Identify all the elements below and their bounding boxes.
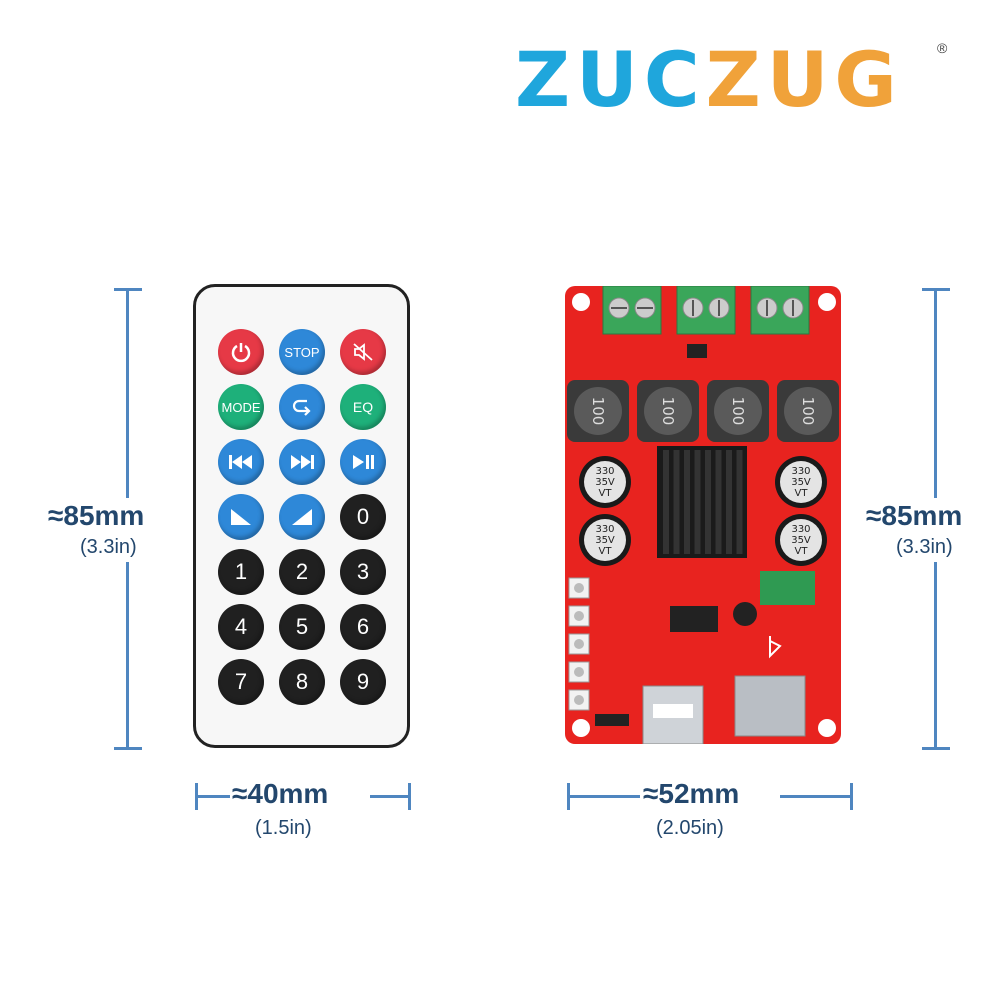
left-height-cap-bottom [114, 747, 142, 750]
svg-text:100: 100 [729, 397, 747, 426]
next-button[interactable] [279, 439, 325, 485]
button-label: 1 [234, 559, 248, 584]
svg-text:35V: 35V [595, 535, 615, 546]
right-height-label: ≈85mm [866, 500, 963, 531]
button-label: STOP [284, 344, 320, 360]
registered-mark: ® [937, 40, 948, 56]
terminal-block-right [750, 285, 810, 335]
eq-button[interactable]: EQ [340, 384, 386, 430]
terminal-block-left [602, 285, 662, 335]
remote-width-sublabel: (1.5in) [255, 817, 312, 839]
stop-button[interactable]: STOP [279, 329, 325, 375]
board-width-cap-right [850, 783, 853, 810]
board-width-sublabel: (2.05in) [656, 817, 724, 839]
digit-2-button[interactable]: 2 [279, 549, 325, 595]
left-height-label: ≈85mm [48, 500, 145, 531]
inductor: 100 [777, 380, 839, 442]
left-height-label-bg [44, 498, 184, 562]
inductor: 100 [567, 380, 629, 442]
digit-4-button[interactable]: 4 [218, 604, 264, 650]
svg-text:100: 100 [659, 397, 677, 426]
digit-7-button[interactable]: 7 [218, 659, 264, 705]
return-button[interactable] [279, 384, 325, 430]
button-label: 8 [295, 669, 309, 694]
svg-text:VT: VT [599, 488, 613, 499]
right-height-sublabel: (3.3in) [896, 536, 953, 558]
button-label: 6 [356, 614, 370, 639]
play-pause-icon [351, 454, 375, 470]
svg-text:VT: VT [795, 488, 809, 499]
button-label: 7 [234, 669, 248, 694]
button-label: 0 [356, 504, 370, 529]
left-height-sublabel: (3.3in) [80, 536, 137, 558]
digit-6-button[interactable]: 6 [340, 604, 386, 650]
previous-icon [228, 454, 254, 470]
terminal-block-middle [676, 285, 736, 335]
volume-down-icon [229, 507, 253, 527]
logo-part1: ZUC [515, 35, 706, 124]
digit-1-button[interactable]: 1 [218, 549, 264, 595]
volume-up-button[interactable] [279, 494, 325, 540]
power-button[interactable] [218, 329, 264, 375]
remote-width-label: ≈40mm [232, 778, 329, 809]
mute-button[interactable] [340, 329, 386, 375]
svg-text:330: 330 [595, 524, 614, 535]
svg-text:35V: 35V [791, 477, 811, 488]
svg-text:35V: 35V [595, 477, 615, 488]
volume-down-button[interactable] [218, 494, 264, 540]
button-label: 4 [234, 614, 248, 639]
right-height-cap-top [922, 288, 950, 291]
svg-text:VT: VT [795, 546, 809, 557]
logo-part2: ZUG [705, 35, 903, 124]
button-label: MODE [221, 399, 261, 415]
next-icon [289, 454, 315, 470]
remote-width-cap-left [195, 783, 198, 810]
svg-text:330: 330 [791, 466, 810, 477]
board-width-cap-left [567, 783, 570, 810]
right-height-label-bg [862, 498, 998, 562]
digit-3-button[interactable]: 3 [340, 549, 386, 595]
return-icon [291, 396, 313, 418]
button-label: EQ [352, 399, 374, 415]
button-label: 2 [295, 559, 309, 584]
play-pause-button[interactable] [340, 439, 386, 485]
mute-icon [352, 341, 374, 363]
remote-width-label-bg [230, 775, 370, 815]
svg-text:330: 330 [595, 466, 614, 477]
svg-text:330: 330 [791, 524, 810, 535]
svg-text:35V: 35V [791, 535, 811, 546]
board-width-label-bg [640, 775, 780, 815]
digit-0-button[interactable]: 0 [340, 494, 386, 540]
digit-9-button[interactable]: 9 [340, 659, 386, 705]
mode-button[interactable]: MODE [218, 384, 264, 430]
svg-text:100: 100 [799, 397, 817, 426]
brand-logo: ZUCZUG ® [515, 40, 955, 120]
power-icon [230, 341, 252, 363]
board-width-label: ≈52mm [643, 778, 740, 809]
digit-5-button[interactable]: 5 [279, 604, 325, 650]
digit-8-button[interactable]: 8 [279, 659, 325, 705]
button-label: 5 [295, 614, 309, 639]
right-height-cap-bottom [922, 747, 950, 750]
remote-control: STOP MODE EQ 0 1 2 3 4 5 6 7 8 9 [193, 284, 410, 748]
left-height-cap-top [114, 288, 142, 291]
heatsink [657, 446, 747, 558]
brand-logo-text: ZUCZUG [515, 40, 903, 120]
inductor: 100 [707, 380, 769, 442]
svg-text:100: 100 [589, 397, 607, 426]
remote-width-cap-right [408, 783, 411, 810]
previous-button[interactable] [218, 439, 264, 485]
svg-text:VT: VT [599, 546, 613, 557]
button-label: 3 [356, 559, 370, 584]
button-label: 9 [356, 669, 370, 694]
inductor: 100 [637, 380, 699, 442]
volume-up-icon [290, 507, 314, 527]
